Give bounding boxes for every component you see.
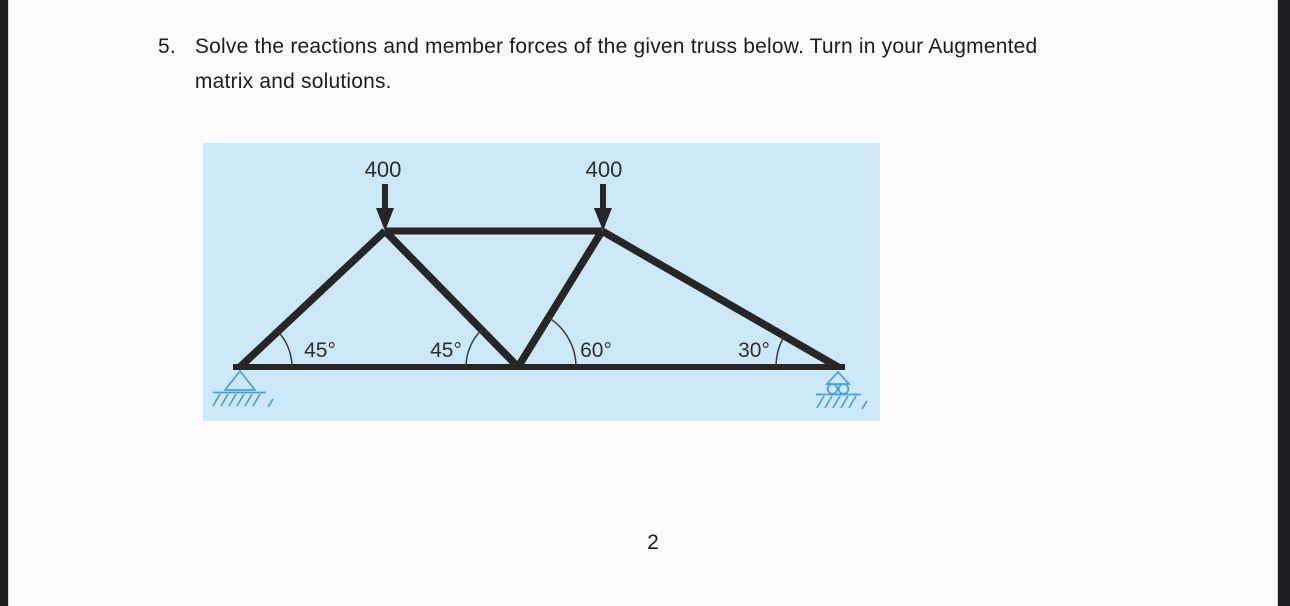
ground-hatching [816, 395, 868, 410]
angle-label-right-30: 30° [738, 339, 770, 362]
angle-arcs [277, 316, 785, 368]
question-text-line-2: matrix and solutions. [194, 70, 392, 93]
angle-arc-mid-60 [548, 316, 577, 368]
angle-label-left-45: 45° [304, 339, 336, 362]
load-arrow-left [376, 184, 394, 231]
roller-triangle [825, 370, 851, 385]
truss-diagram: 400 400 45° 45° 60° 30° [203, 143, 880, 421]
pin-triangle [223, 369, 257, 391]
member-mid-left-diagonal [382, 228, 521, 370]
load-label-right: 400 [586, 157, 623, 182]
angle-label-mid-45: 45° [430, 339, 462, 362]
pin-support-icon [212, 369, 274, 408]
page-number: 2 [647, 531, 659, 554]
diagram-background [203, 143, 880, 421]
viewer-left-edge [0, 0, 9, 606]
angle-label-mid-60: 60° [580, 339, 612, 362]
question-text-line-1: Solve the reactions and member forces of… [194, 35, 1038, 58]
member-right-diagonal [600, 227, 840, 371]
load-label-left: 400 [365, 157, 402, 182]
angle-arc-right-30 [775, 335, 785, 368]
truss-members [233, 227, 845, 371]
member-mid-right-diagonal [514, 229, 606, 369]
arrow-head-down-icon [376, 208, 394, 231]
angle-arc-left-45 [277, 330, 293, 368]
question-block: 5. Solve the reactions and member forces… [158, 29, 1037, 99]
question-number: 5. [158, 35, 176, 58]
angle-arc-mid-45 [465, 329, 483, 368]
viewer-right-edge [1277, 0, 1290, 606]
member-left-diagonal [237, 228, 388, 370]
question-text: Solve the reactions and member forces of… [195, 29, 1038, 99]
ground-hatching [212, 393, 274, 408]
roller-support-icon [816, 370, 868, 410]
arrow-head-down-icon [594, 208, 612, 231]
load-arrow-right [594, 184, 612, 231]
